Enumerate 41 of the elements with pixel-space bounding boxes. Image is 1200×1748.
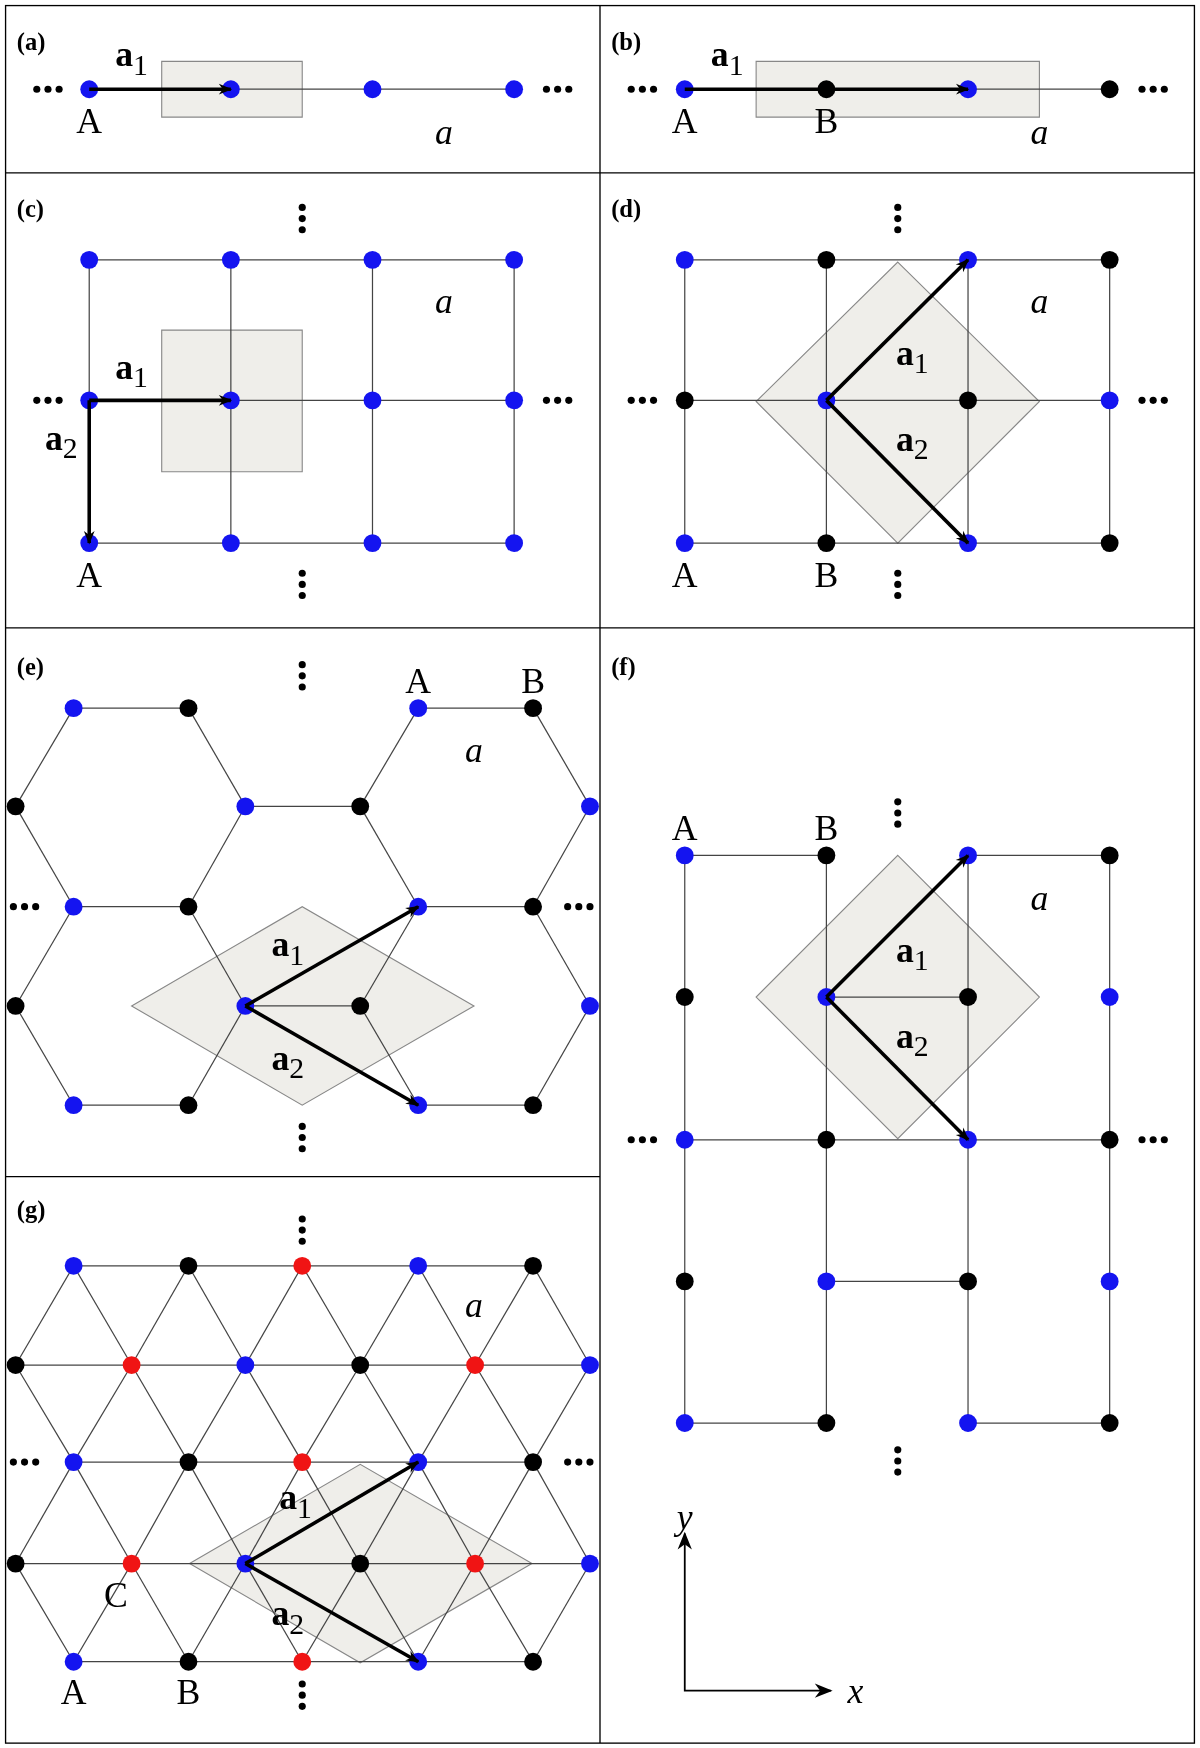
site-label: A [76,556,103,593]
site-label: A [671,809,698,846]
axis-label: y [676,1498,693,1535]
lattice-constant-label: a [1030,283,1049,319]
panel-label: (d) [611,197,642,222]
lattice-constant-label: a [434,113,453,150]
lattice-constant-label: a [1030,113,1049,150]
vector-label: a$_{1}$ [271,926,305,970]
vector-label: a$_{2}$ [271,1039,305,1084]
panel-label: (a) [16,30,46,55]
vector-label: a$_{1}$ [895,931,929,976]
lattice-constant-label: a [465,731,483,768]
site-label: A [405,662,432,699]
site-label: A [671,102,698,139]
lattice-constant-label: a [465,1287,483,1323]
lattice-constant-label: a [1030,879,1049,916]
vector-label: a$_{2}$ [45,419,78,464]
site-label: B [521,662,545,699]
axis-label: x [847,1672,864,1709]
vector-label: a$_{2}$ [271,1595,305,1639]
panel-label: (f) [611,654,636,680]
vector-label: a$_{1}$ [895,335,929,379]
site-label: B [814,556,839,593]
site-label: C [104,1576,128,1613]
site-label: B [176,1674,201,1710]
site-label: B [814,809,839,846]
panel-label: (b) [611,30,642,55]
panel-label: (g) [16,1197,46,1223]
panel-label: (c) [16,197,44,222]
vector-label: a$_{2}$ [895,420,929,465]
panel-label: (e) [16,654,44,680]
vector-label: a$_{1}$ [279,1479,312,1523]
site-label: A [60,1674,87,1710]
lattice-constant-label: a [434,283,453,319]
vector-label: a$_{1}$ [115,36,148,80]
site-label: A [671,556,698,593]
vector-label: a$_{1}$ [115,348,148,393]
site-label: A [76,102,103,139]
vector-label: a$_{2}$ [895,1017,929,1062]
vector-label: a$_{1}$ [710,36,744,80]
site-label: B [814,102,839,139]
